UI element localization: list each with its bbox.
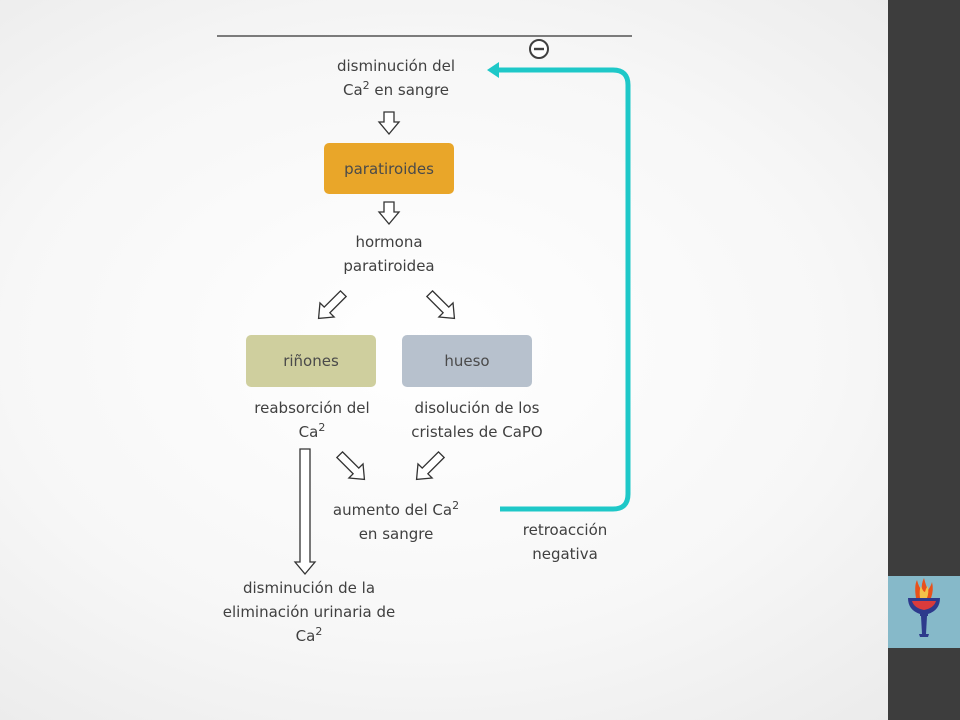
label-retroaccion-negativa: retroacción negativa: [522, 521, 608, 563]
box-paratiroides: paratiroides: [324, 143, 454, 194]
feedback-diagram: disminución del Ca2 en sangre paratiroid…: [217, 35, 632, 645]
feedback-arrowhead: [487, 62, 499, 78]
arrow-disolucion-to-aumento: [415, 450, 446, 481]
arrow-to-hueso: [425, 289, 456, 320]
box-rinones: riñones: [246, 335, 376, 387]
arrow-down-1: [377, 111, 401, 136]
label-aumento-ca-sangre: aumento del Ca2 en sangre: [332, 499, 460, 543]
label-hormona-paratiroidea: hormona paratiroidea: [343, 233, 435, 275]
label-disolucion: disolución de los cristales de CaPO: [411, 399, 543, 441]
logo-box: [888, 576, 960, 648]
label-eliminacion-urinaria: disminución de la eliminación urinaria d…: [222, 579, 396, 645]
arrow-down-long: [293, 448, 317, 576]
label-disminucion-ca-sangre: disminución del Ca2 en sangre: [336, 57, 456, 99]
diagram-arrows: [217, 35, 632, 576]
arrow-reabsorcion-to-aumento: [335, 450, 366, 481]
arrow-to-rinones: [317, 289, 348, 320]
feedback-line: [498, 67, 631, 512]
torch-icon: [908, 578, 940, 637]
box-hueso: hueso: [402, 335, 532, 387]
arrow-down-2: [377, 201, 401, 226]
label-reabsorcion: reabsorción del Ca2: [254, 399, 370, 441]
